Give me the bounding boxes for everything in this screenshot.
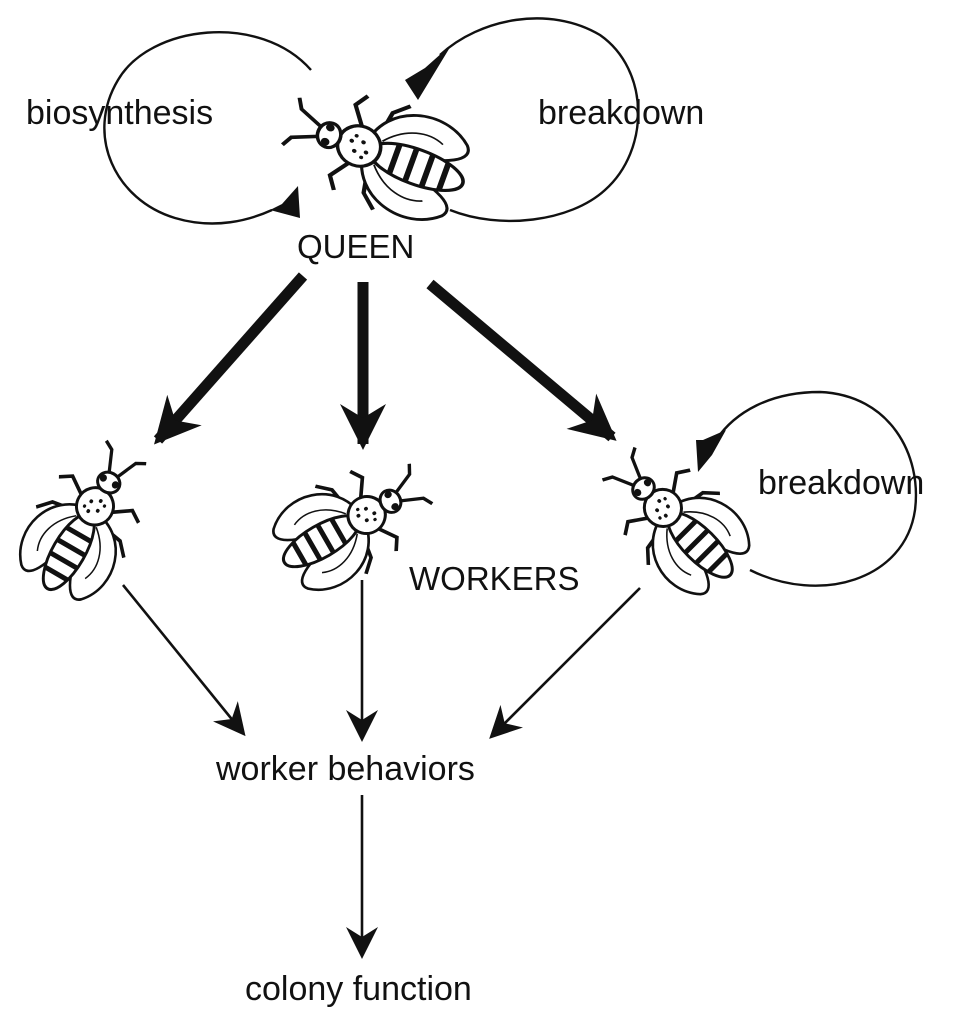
queen-breakdown-label: breakdown bbox=[538, 96, 704, 130]
worker-right-to-behaviors-arrow bbox=[492, 588, 640, 736]
queen-to-worker-right-arrow bbox=[430, 284, 612, 437]
queen-to-worker-left-arrow bbox=[158, 276, 303, 440]
queen-label: QUEEN bbox=[297, 230, 414, 263]
worker-breakdown-loop-arrowhead bbox=[696, 430, 726, 472]
biosynthesis-label: biosynthesis bbox=[26, 96, 213, 130]
worker-bee-icon bbox=[4, 427, 170, 614]
workers-label: WORKERS bbox=[409, 562, 580, 595]
colony-function-label: colony function bbox=[245, 972, 472, 1006]
queen-breakdown-loop-arrowhead bbox=[405, 44, 452, 100]
worker-left-to-behaviors-arrow bbox=[123, 585, 243, 733]
worker-behaviors-label: worker behaviors bbox=[216, 752, 475, 786]
worker-breakdown-label: breakdown bbox=[758, 466, 924, 500]
biosynthesis-loop-arrowhead bbox=[270, 186, 300, 218]
worker-bee-icon bbox=[583, 428, 766, 611]
